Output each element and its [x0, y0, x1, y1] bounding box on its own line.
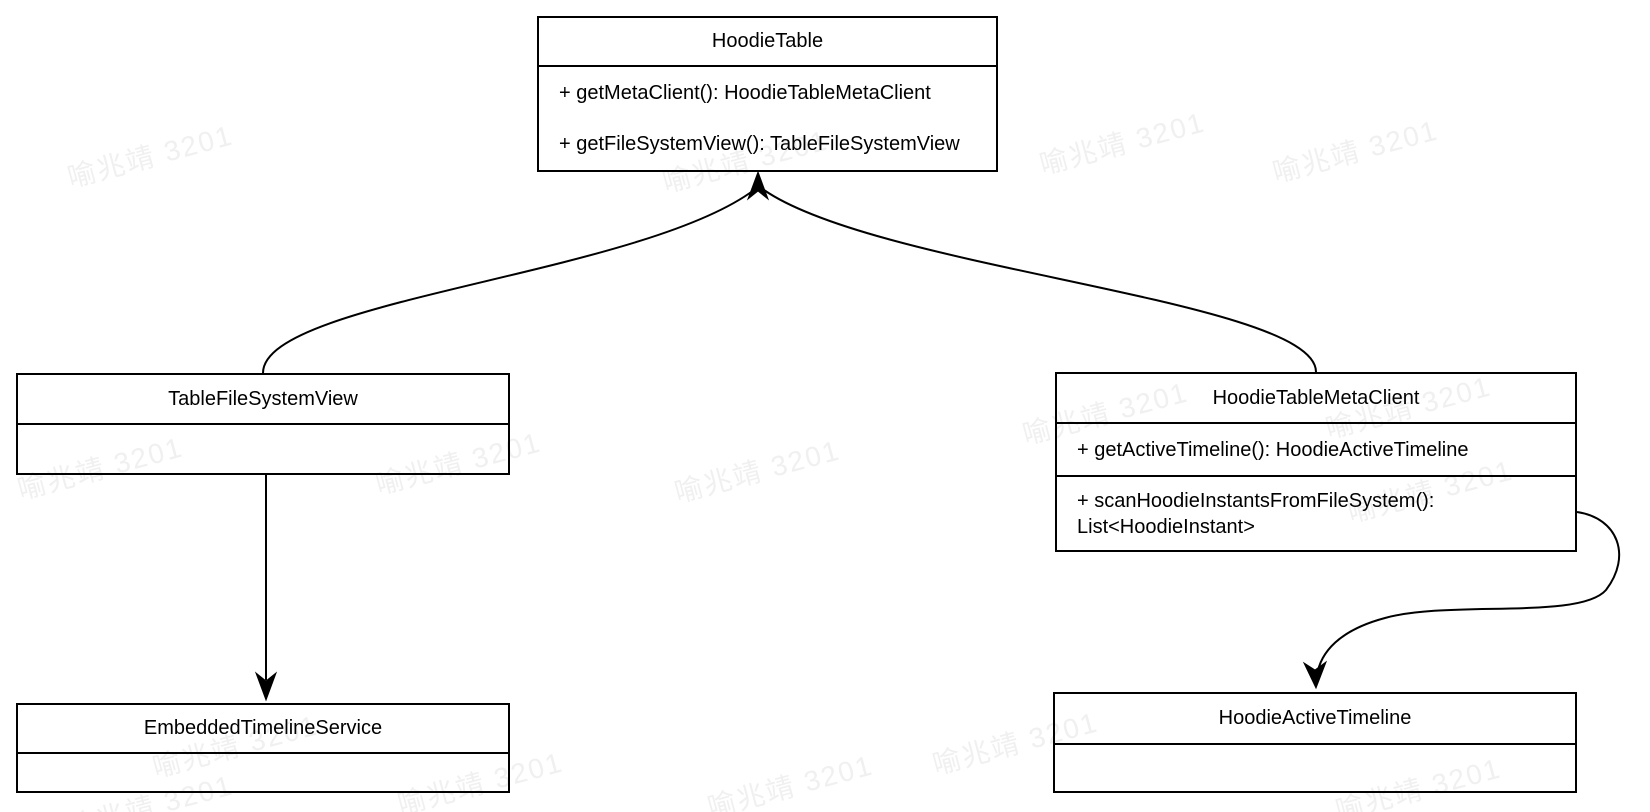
arrowhead-scurve-icon	[1302, 660, 1328, 690]
arrow-hoodietablemetaclient-to-hoodietable	[763, 189, 1317, 373]
arrow-tablefilesystemview-to-hoodietable	[262, 189, 755, 374]
class-title: HoodieTable	[539, 18, 996, 67]
class-box-hoodieactivetimeline: HoodieActiveTimeline	[1053, 692, 1577, 793]
class-box-hoodietablemetaclient: HoodieTableMetaClient + getActiveTimelin…	[1055, 372, 1577, 552]
empty-compartment	[18, 425, 508, 473]
class-title: TableFileSystemView	[18, 375, 508, 425]
class-method: + getFileSystemView(): TableFileSystemVi…	[559, 133, 960, 156]
class-method: + scanHoodieInstantsFromFileSystem(): Li…	[1077, 489, 1435, 538]
class-method: + getActiveTimeline(): HoodieActiveTimel…	[1057, 424, 1575, 477]
arrowhead-up-icon	[746, 170, 770, 201]
arrowhead-down-icon	[254, 671, 278, 702]
empty-compartment	[1055, 745, 1575, 791]
class-title: EmbeddedTimelineService	[18, 705, 508, 754]
class-method: + getMetaClient(): HoodieTableMetaClient	[559, 81, 931, 104]
arrow-hoodietablemetaclient-to-hoodieactivetimeline	[1316, 511, 1621, 677]
class-box-embeddedtimelineservice: EmbeddedTimelineService	[16, 703, 510, 793]
empty-compartment	[18, 754, 508, 791]
class-box-tablefilesystemview: TableFileSystemView	[16, 373, 510, 475]
class-title: HoodieTableMetaClient	[1057, 374, 1575, 424]
class-title: HoodieActiveTimeline	[1055, 694, 1575, 745]
class-box-hoodietable: HoodieTable + getMetaClient(): HoodieTab…	[537, 16, 998, 172]
